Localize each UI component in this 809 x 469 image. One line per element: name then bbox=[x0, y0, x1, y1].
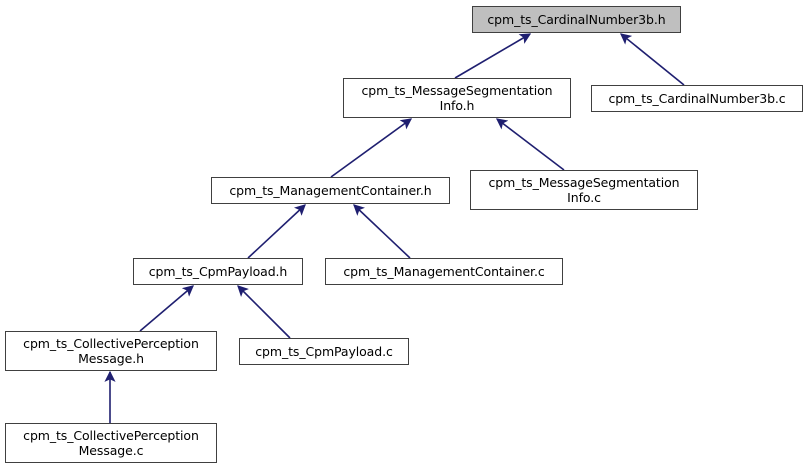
graph-node-managementcontainer-c[interactable]: cpm_ts_ManagementContainer.c bbox=[325, 258, 563, 285]
edge-managementcontainer-h-to-messagesegmentationinfo-h bbox=[330, 118, 413, 178]
graph-node-cpmpayload-c[interactable]: cpm_ts_CpmPayload.c bbox=[239, 338, 409, 365]
graph-node-label: cpm_ts_CollectivePerception Message.c bbox=[23, 428, 199, 458]
graph-node-label: cpm_ts_CardinalNumber3b.c bbox=[608, 91, 786, 106]
edge-cardinalnumber3b-c-to-cardinalnumber3b-h bbox=[620, 33, 685, 86]
edge-messagesegmentationinfo-h-to-cardinalnumber3b-h bbox=[454, 33, 532, 79]
graph-node-label: cpm_ts_MessageSegmentation Info.c bbox=[488, 175, 680, 205]
graph-node-label: cpm_ts_CardinalNumber3b.h bbox=[487, 12, 666, 27]
edge-messagesegmentationinfo-c-to-messagesegmentationinfo-h bbox=[495, 118, 565, 171]
edge-managementcontainer-c-to-managementcontainer-h bbox=[353, 204, 411, 259]
graph-node-cpmpayload-h[interactable]: cpm_ts_CpmPayload.h bbox=[133, 258, 303, 285]
graph-node-label: cpm_ts_MessageSegmentation Info.h bbox=[361, 83, 553, 113]
graph-node-cardinalnumber3b-h[interactable]: cpm_ts_CardinalNumber3b.h bbox=[472, 6, 681, 33]
graph-node-label: cpm_ts_ManagementContainer.c bbox=[343, 264, 545, 279]
graph-node-collectiveperceptionmessage-h[interactable]: cpm_ts_CollectivePerception Message.h bbox=[5, 331, 217, 371]
edge-cpmpayload-h-to-managementcontainer-h bbox=[247, 204, 306, 259]
edge-cpmpayload-c-to-cpmpayload-h bbox=[237, 285, 291, 339]
graph-node-label: cpm_ts_CpmPayload.c bbox=[255, 344, 393, 359]
graph-node-label: cpm_ts_CollectivePerception Message.h bbox=[23, 336, 199, 366]
graph-node-managementcontainer-h[interactable]: cpm_ts_ManagementContainer.h bbox=[211, 177, 450, 204]
graph-node-label: cpm_ts_ManagementContainer.h bbox=[229, 183, 432, 198]
graph-node-messagesegmentationinfo-c[interactable]: cpm_ts_MessageSegmentation Info.c bbox=[470, 170, 698, 210]
graph-node-collectiveperceptionmessage-c[interactable]: cpm_ts_CollectivePerception Message.c bbox=[5, 423, 217, 463]
edge-collectiveperceptionmessage-h-to-cpmpayload-h bbox=[139, 285, 194, 332]
graph-node-label: cpm_ts_CpmPayload.h bbox=[148, 264, 288, 279]
graph-node-cardinalnumber3b-c[interactable]: cpm_ts_CardinalNumber3b.c bbox=[591, 85, 803, 112]
graph-node-messagesegmentationinfo-h[interactable]: cpm_ts_MessageSegmentation Info.h bbox=[343, 78, 571, 118]
